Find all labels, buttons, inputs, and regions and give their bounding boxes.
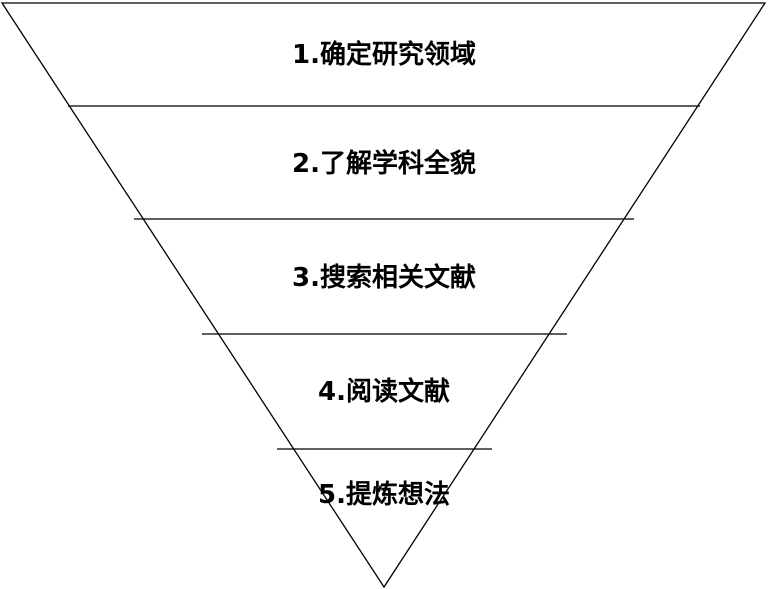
stage-1-label: 1.确定研究领域 bbox=[292, 39, 476, 70]
stage-2-label: 2.了解学科全貌 bbox=[292, 148, 476, 179]
stage-4-label: 4.阅读文献 bbox=[318, 376, 450, 407]
stage-5-label: 5.提炼想法 bbox=[318, 480, 450, 510]
stage-3-label: 3.搜索相关文献 bbox=[292, 262, 476, 293]
